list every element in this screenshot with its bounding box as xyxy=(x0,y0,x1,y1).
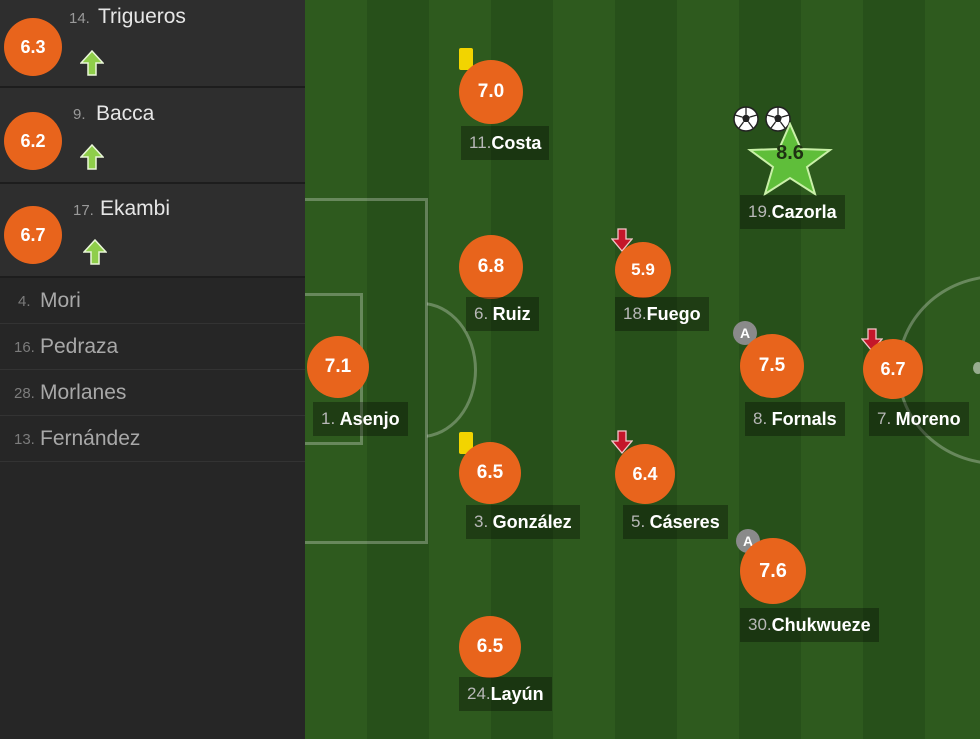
player-name: Cazorla xyxy=(771,201,837,222)
player-label[interactable]: 30.Chukwueze xyxy=(740,608,879,642)
player-name: Mori xyxy=(40,289,81,312)
player-label[interactable]: 8. Fornals xyxy=(745,402,845,436)
arrow-up-icon xyxy=(83,239,107,265)
player-label[interactable]: 3. González xyxy=(466,505,580,539)
player-number: 9. xyxy=(73,106,86,123)
player-number: 28. xyxy=(14,385,35,402)
player-label[interactable]: 5. Cáseres xyxy=(623,505,728,539)
sub-in-row[interactable]: 6.7 17. Ekambi xyxy=(0,184,305,278)
player-number: 14. xyxy=(69,10,90,27)
player-name: Costa xyxy=(491,132,542,153)
player-number: 8. xyxy=(753,409,768,428)
yellow-card-icon xyxy=(459,48,473,70)
player-name: Morlanes xyxy=(40,381,127,404)
player-number: 5. xyxy=(631,512,646,531)
sub-in-row[interactable]: 6.3 14. Trigueros xyxy=(0,0,305,88)
center-spot xyxy=(973,362,980,374)
rating-badge[interactable]: 6.5 xyxy=(459,442,521,504)
rating-badge[interactable]: 7.0 xyxy=(459,60,523,124)
player-number: 11. xyxy=(469,133,492,152)
player-name: Fernández xyxy=(40,427,141,450)
player-name: Ekambi xyxy=(100,197,171,220)
player-name: Pedraza xyxy=(40,335,119,358)
rating-badge: 6.7 xyxy=(4,206,62,264)
substitutes-panel: 6.3 14. Trigueros 6.2 9. Bacca 6.7 17. E… xyxy=(0,0,305,739)
player-number: 4. xyxy=(18,293,31,310)
arrow-up-icon xyxy=(80,50,104,76)
player-label[interactable]: 7. Moreno xyxy=(869,402,969,436)
player-number: 24. xyxy=(467,684,491,703)
rating-badge[interactable]: 8.6 xyxy=(776,142,804,164)
player-label[interactable]: 6. Ruiz xyxy=(466,297,539,331)
player-number: 3. xyxy=(474,512,489,531)
rating-badge[interactable]: 7.6 xyxy=(740,538,806,604)
player-label[interactable]: 1. Asenjo xyxy=(313,402,408,436)
player-name: Trigueros xyxy=(98,5,186,28)
bench-row[interactable]: 16. Pedraza xyxy=(0,324,305,370)
pitch: 7.0 11.Costa 8.6 19.Cazorla 6.8 6. Ruiz … xyxy=(305,0,980,739)
rating-badge: 6.3 xyxy=(4,18,62,76)
player-number: 19. xyxy=(748,202,772,221)
player-number: 1. xyxy=(321,409,336,428)
ball-icon xyxy=(765,106,791,132)
rating-badge[interactable]: 6.7 xyxy=(863,339,923,399)
arrow-down-icon xyxy=(611,430,633,454)
player-number: 16. xyxy=(14,339,35,356)
rating-badge: 6.2 xyxy=(4,112,62,170)
sub-in-row[interactable]: 6.2 9. Bacca xyxy=(0,88,305,184)
penalty-box xyxy=(305,198,428,544)
player-name: Ruiz xyxy=(492,303,531,324)
player-number: 13. xyxy=(14,431,35,448)
player-name: Moreno xyxy=(895,408,961,429)
player-number: 6. xyxy=(474,304,489,323)
player-number: 7. xyxy=(877,409,892,428)
player-name: Chukwueze xyxy=(771,614,871,635)
rating-badge[interactable]: 6.5 xyxy=(459,616,521,678)
arrow-down-icon xyxy=(611,228,633,252)
star-icon xyxy=(747,122,833,196)
rating-badge[interactable]: 5.9 xyxy=(615,242,671,298)
player-name: Layún xyxy=(490,683,544,704)
bench-row[interactable]: 13. Fernández xyxy=(0,416,305,462)
arrow-up-icon xyxy=(80,144,104,170)
player-name: González xyxy=(492,511,572,532)
player-number: 17. xyxy=(73,202,94,219)
ball-icon xyxy=(733,106,759,132)
player-label[interactable]: 24.Layún xyxy=(459,677,552,711)
player-label[interactable]: 11.Costa xyxy=(461,126,550,160)
rating-badge[interactable]: 7.5 xyxy=(740,334,804,398)
rating-badge[interactable]: 7.1 xyxy=(307,336,369,398)
player-name: Fornals xyxy=(771,408,837,429)
rating-badge[interactable]: 6.4 xyxy=(615,444,675,504)
bench-row[interactable]: 28. Morlanes xyxy=(0,370,305,416)
bench-row[interactable]: 4. Mori xyxy=(0,278,305,324)
player-number: 18. xyxy=(623,304,647,323)
player-label[interactable]: 18.Fuego xyxy=(615,297,709,331)
rating-badge[interactable]: 6.8 xyxy=(459,235,523,299)
player-name: Cáseres xyxy=(649,511,720,532)
player-name: Asenjo xyxy=(339,408,400,429)
player-name: Fuego xyxy=(646,303,701,324)
player-label[interactable]: 19.Cazorla xyxy=(740,195,845,229)
player-name: Bacca xyxy=(96,102,155,125)
player-number: 30. xyxy=(748,615,772,634)
